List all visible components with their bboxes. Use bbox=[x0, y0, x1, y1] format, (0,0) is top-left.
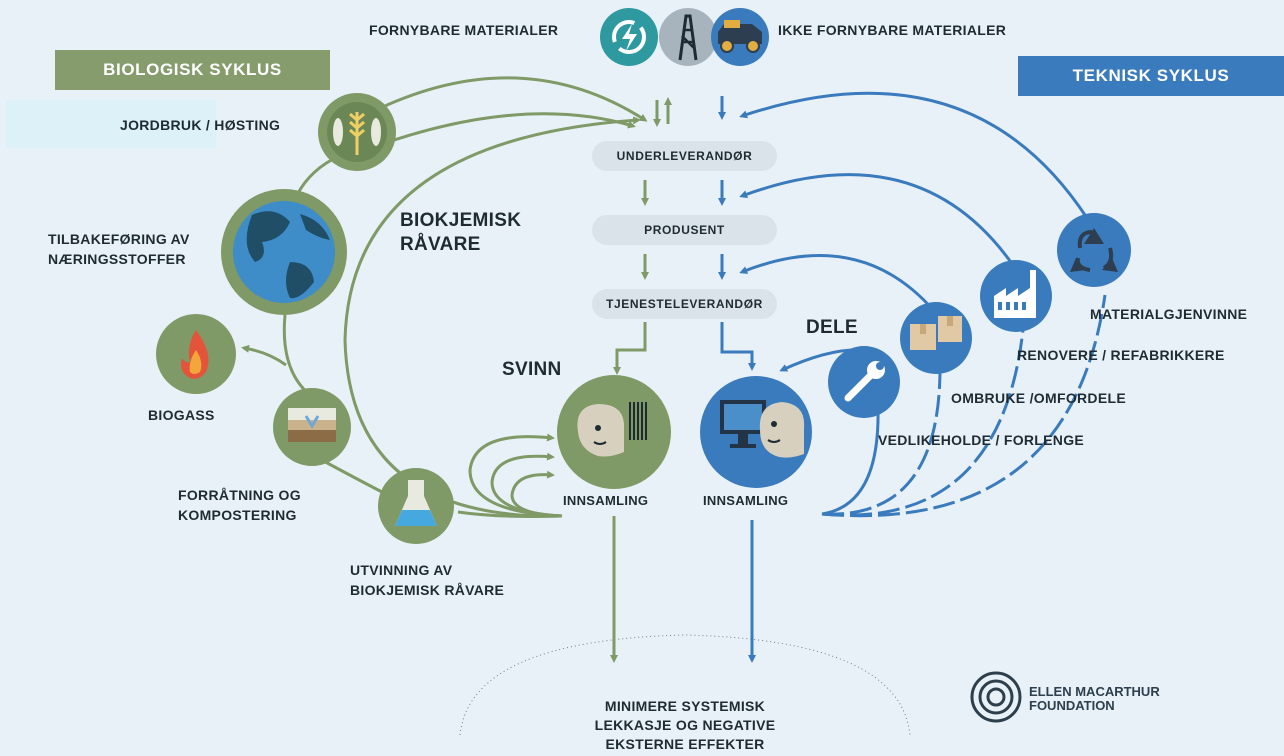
farming-label-box bbox=[6, 100, 216, 148]
brand-line-2: FOUNDATION bbox=[1029, 698, 1115, 713]
renewable-icon bbox=[600, 8, 658, 66]
producer-pill: PRODUSENT bbox=[592, 215, 777, 245]
refurbish-label: RENOVERE / REFABRIKKERE bbox=[1017, 347, 1225, 363]
mining-truck-icon bbox=[711, 8, 769, 66]
renewable-materials-label: FORNYBARE MATERIALER bbox=[369, 22, 559, 38]
biological-cycle-banner: BIOLOGISK SYKLUS bbox=[55, 50, 330, 90]
flask-icon bbox=[378, 468, 454, 544]
biogas-icon bbox=[156, 314, 236, 394]
biochemical-feedstock-label: BIOKJEMISK RÅVARE bbox=[400, 210, 522, 255]
farming-label: JORDBRUK / HØSTING bbox=[120, 117, 281, 133]
reuse-label: OMBRUKE /OMFORDELE bbox=[951, 390, 1126, 406]
oil-rig-icon bbox=[659, 8, 717, 66]
farming-icon bbox=[318, 93, 396, 171]
technical-cycle-banner: TEKNISK SYKLUS bbox=[1018, 56, 1284, 96]
composting-label: FORRÅTNING OG KOMPOSTERING bbox=[178, 487, 301, 523]
recycle-icon bbox=[1057, 213, 1131, 287]
bio-collection-label: INNSAMLING bbox=[563, 493, 649, 508]
supplier-pill: UNDERLEVERANDØR bbox=[592, 141, 777, 171]
earth-icon bbox=[221, 189, 347, 315]
tech-collection-label: INNSAMLING bbox=[703, 493, 789, 508]
wrench-icon bbox=[828, 346, 900, 418]
share-label: DELE bbox=[806, 317, 858, 338]
leakage-label: MINIMERE SYSTEMISK LEKKASJE OG NEGATIVE … bbox=[594, 698, 776, 752]
waste-label: SVINN bbox=[502, 359, 562, 380]
service-provider-pill: TJENESTELEVERANDØR bbox=[592, 289, 777, 319]
boxes-icon bbox=[900, 302, 972, 374]
factory-icon bbox=[980, 260, 1052, 332]
ellen-macarthur-logo bbox=[970, 671, 1022, 723]
nonrenewable-materials-label: IKKE FORNYBARE MATERIALER bbox=[778, 22, 1007, 38]
waste-collection-icon bbox=[557, 375, 671, 489]
nutrients-label: TILBAKEFØRING AV NÆRINGSSTOFFER bbox=[48, 231, 190, 267]
recycle-label: MATERIALGJENVINNE bbox=[1090, 306, 1248, 322]
maintain-label: VEDLIKEHOLDE / FORLENGE bbox=[878, 432, 1085, 448]
extraction-label: UTVINNING AV BIOKJEMISK RÅVARE bbox=[350, 562, 505, 598]
biogas-label: BIOGASS bbox=[148, 407, 215, 423]
product-collection-icon bbox=[700, 376, 812, 488]
compost-icon bbox=[273, 388, 351, 466]
brand-line-1: ELLEN MACARTHUR bbox=[1029, 684, 1160, 699]
